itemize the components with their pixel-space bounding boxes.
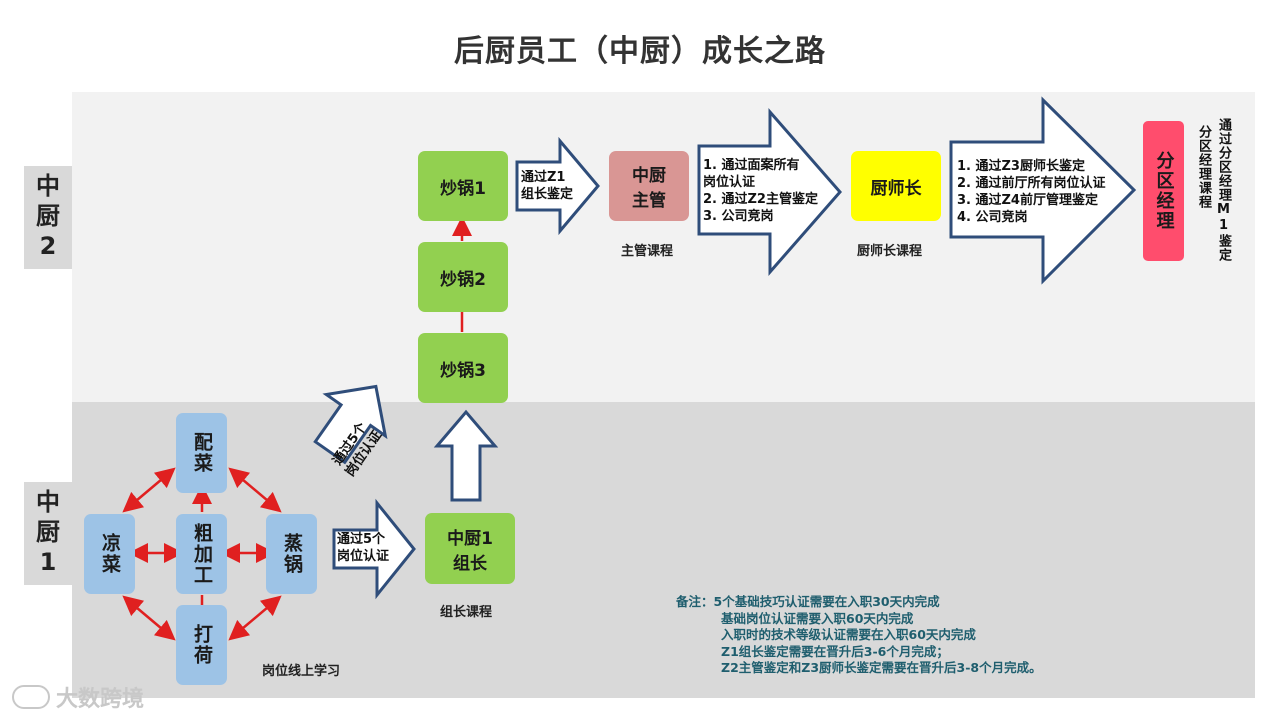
station-link-arrow xyxy=(228,467,282,513)
note-row: 入职时的技术等级认证需要在入职60天内完成 xyxy=(721,627,976,642)
station-zheng-guo-label: 蒸锅 xyxy=(281,533,303,575)
dm-cert-text: 通过分区经理M1鉴定 xyxy=(1216,118,1231,262)
station-da-he: 打荷 xyxy=(176,605,227,685)
supervisor-box: 中厨 主管 xyxy=(609,151,689,221)
cert5-tilted-block-arrow xyxy=(313,384,388,465)
note-row: Z2主管鉴定和Z3厨师长鉴定需要在晋升后3-8个月完成。 xyxy=(721,660,1042,675)
z3-arrow-line: 1. 通过Z3厨师长鉴定 xyxy=(957,159,1085,174)
station-link-arrow xyxy=(122,467,176,513)
supervisor-line: 主管 xyxy=(632,191,666,211)
supervisor-line: 中厨 xyxy=(632,166,666,186)
station-liang-cai: 凉菜 xyxy=(84,514,135,594)
z3-arrow-line: 3. 通过Z4前厅管理鉴定 xyxy=(957,193,1098,208)
level1-tab-line: 中 xyxy=(36,488,60,516)
group-leader-box: 中厨1 组长 xyxy=(425,513,515,584)
wok-2-box: 炒锅2 xyxy=(418,242,508,312)
level2-tab-line: 中 xyxy=(36,172,60,200)
dm-course-text: 分区经理课程 xyxy=(1196,125,1211,209)
note-row: 基础岗位认证需要入职60天内完成 xyxy=(721,610,914,626)
z3-block-arrow xyxy=(949,96,1137,285)
watermark-logo-icon xyxy=(12,685,50,709)
station-liang-cai-label: 凉菜 xyxy=(99,533,121,575)
z1-arrow-line: 通过Z1 xyxy=(521,170,566,185)
page-title: 后厨员工（中厨）成长之路 xyxy=(454,34,826,69)
z2-arrow-line: 1. 通过面案所有 xyxy=(703,158,800,173)
z2-block-arrow xyxy=(697,108,842,276)
z3-arrow-text: 1. 通过Z3厨师长鉴定 2. 通过前厅所有岗位认证 3. 通过Z4前厅管理鉴定… xyxy=(957,158,1106,226)
station-link-arrow xyxy=(228,595,282,641)
note-row: Z1组长鉴定需要在晋升后3-6个月完成； xyxy=(721,643,949,659)
z2-arrow-line: 2. 通过Z2主管鉴定 xyxy=(703,192,818,207)
cert5-arrow-line: 岗位认证 xyxy=(337,549,390,564)
district-manager-box: 分区经理 xyxy=(1143,121,1184,261)
note-row: 备注：5个基础技巧认证需要在入职30天内完成 xyxy=(676,594,1042,611)
z2-arrow-text: 1. 通过面案所有 岗位认证 2. 通过Z2主管鉴定 3. 公司竞岗 xyxy=(703,157,818,225)
z3-arrow-line: 4. 公司竞岗 xyxy=(957,210,1028,225)
level2-tab-line: 厨 xyxy=(36,202,60,230)
wok-1-box: 炒锅1 xyxy=(418,151,508,221)
notes-block: 备注：5个基础技巧认证需要在入职30天内完成 基础岗位认证需要入职60天内完成 … xyxy=(676,594,1042,677)
station-pei-cai-label: 配菜 xyxy=(191,432,213,474)
district-manager-label: 分区经理 xyxy=(1153,151,1175,231)
cert5-arrow-text: 通过5个 岗位认证 xyxy=(337,531,389,565)
station-zheng-guo: 蒸锅 xyxy=(266,514,317,594)
station-cu-jia-gong-label: 粗加工 xyxy=(191,522,213,586)
station-cu-jia-gong: 粗加工 xyxy=(176,514,227,594)
note-label: 备注： xyxy=(676,594,714,609)
up-block-arrow xyxy=(433,409,499,502)
level1-tab-line: 厨 xyxy=(36,518,60,546)
z1-arrow-line: 组长鉴定 xyxy=(521,187,574,202)
level2-tab: 中 厨 2 xyxy=(24,166,72,269)
watermark: 大数跨境 xyxy=(12,681,144,713)
level1-tab-line: 1 xyxy=(39,548,57,576)
z1-arrow-text: 通过Z1 组长鉴定 xyxy=(521,169,573,203)
group-leader-caption: 组长课程 xyxy=(440,605,493,620)
station-pei-cai: 配菜 xyxy=(176,413,227,493)
level2-tab-line: 2 xyxy=(39,232,57,260)
supervisor-caption: 主管课程 xyxy=(621,244,674,259)
chef-box: 厨师长 xyxy=(851,151,941,221)
note-line: 5个基础技巧认证需要在入职30天内完成 xyxy=(713,594,940,609)
group-leader-line: 中厨1 xyxy=(447,528,493,549)
watermark-text: 大数跨境 xyxy=(56,687,145,712)
station-link-arrow xyxy=(122,595,176,641)
group-leader-line: 组长 xyxy=(453,553,487,574)
z3-arrow-line: 2. 通过前厅所有岗位认证 xyxy=(957,176,1106,191)
z2-arrow-line: 3. 公司竞岗 xyxy=(703,209,774,224)
cert5-arrow-line: 通过5个 xyxy=(337,532,386,547)
z1-block-arrow xyxy=(515,136,600,236)
station-da-he-label: 打荷 xyxy=(191,624,213,666)
cert5-block-arrow xyxy=(332,498,416,600)
wok-3-box: 炒锅3 xyxy=(418,333,508,403)
level1-tab: 中 厨 1 xyxy=(24,482,72,585)
chef-caption: 厨师长课程 xyxy=(857,244,923,259)
z2-arrow-line: 岗位认证 xyxy=(703,175,756,190)
stations-caption: 岗位线上学习 xyxy=(262,664,341,679)
